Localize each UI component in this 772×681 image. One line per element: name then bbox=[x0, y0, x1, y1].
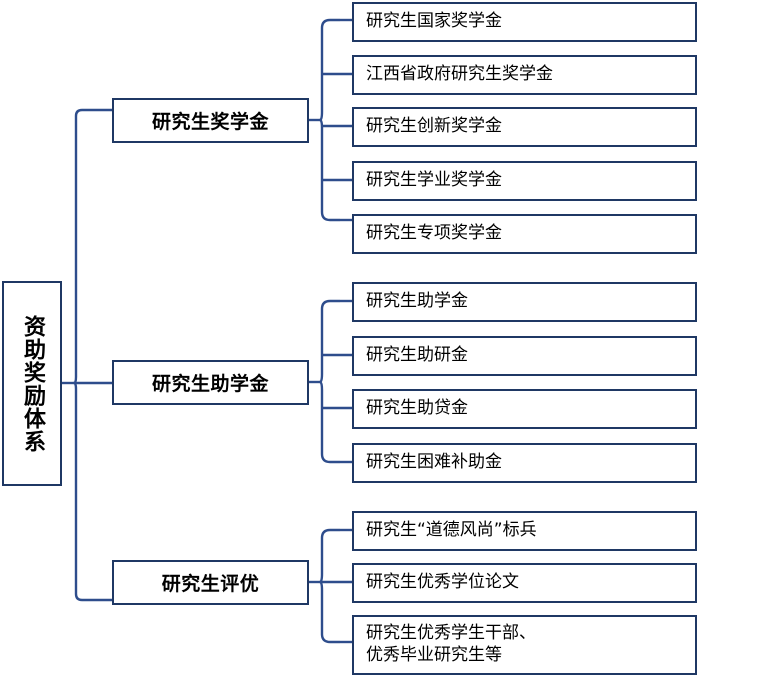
connector-root-bracket bbox=[72, 108, 88, 602]
leaf-node-label: 研究生“道德风尚”标兵 bbox=[366, 520, 537, 541]
category-node-label: 研究生奖学金 bbox=[151, 111, 269, 133]
leaf-node[interactable]: 研究生创新奖学金 bbox=[352, 107, 697, 147]
leaf-node[interactable]: 研究生学业奖学金 bbox=[352, 161, 697, 201]
category-node-label: 研究生助学金 bbox=[151, 373, 269, 395]
leaf-node-label: 研究生国家奖学金 bbox=[366, 11, 502, 32]
category-node-label: 研究生评优 bbox=[161, 573, 260, 595]
leaf-node[interactable]: 研究生助贷金 bbox=[352, 389, 697, 429]
leaf-node[interactable]: 研究生优秀学生干部、 优秀毕业研究生等 bbox=[352, 615, 697, 675]
root-node-label: 资助奖励体系 bbox=[20, 314, 45, 453]
leaf-node-label: 研究生创新奖学金 bbox=[366, 116, 502, 137]
leaf-node-label: 研究生优秀学位论文 bbox=[366, 572, 519, 593]
connector-cat2-bracket bbox=[318, 299, 340, 464]
category-node-honors[interactable]: 研究生评优 bbox=[112, 560, 309, 605]
leaf-node[interactable]: 研究生助学金 bbox=[352, 282, 697, 322]
leaf-node[interactable]: 研究生助研金 bbox=[352, 336, 697, 376]
leaf-node-label: 研究生学业奖学金 bbox=[366, 170, 502, 191]
connector-cat3-bracket bbox=[318, 528, 340, 644]
leaf-node-label: 研究生助学金 bbox=[366, 291, 468, 312]
leaf-node[interactable]: 研究生专项奖学金 bbox=[352, 214, 697, 254]
category-node-stipend[interactable]: 研究生助学金 bbox=[112, 360, 309, 405]
root-node[interactable]: 资助奖励体系 bbox=[2, 281, 62, 486]
leaf-node[interactable]: 江西省政府研究生奖学金 bbox=[352, 55, 697, 95]
leaf-node-label: 研究生助贷金 bbox=[366, 398, 468, 419]
leaf-node[interactable]: 研究生困难补助金 bbox=[352, 443, 697, 483]
leaf-node-label: 研究生专项奖学金 bbox=[366, 223, 502, 244]
leaf-node[interactable]: 研究生优秀学位论文 bbox=[352, 563, 697, 603]
leaf-node[interactable]: 研究生“道德风尚”标兵 bbox=[352, 511, 697, 551]
leaf-node-label: 江西省政府研究生奖学金 bbox=[366, 64, 553, 85]
leaf-node[interactable]: 研究生国家奖学金 bbox=[352, 2, 697, 42]
leaf-node-label: 研究生困难补助金 bbox=[366, 452, 502, 473]
category-node-scholarship[interactable]: 研究生奖学金 bbox=[112, 98, 309, 143]
leaf-node-label: 研究生助研金 bbox=[366, 345, 468, 366]
leaf-node-label: 研究生优秀学生干部、 优秀毕业研究生等 bbox=[366, 623, 536, 665]
connector-cat1-bracket bbox=[318, 18, 340, 222]
